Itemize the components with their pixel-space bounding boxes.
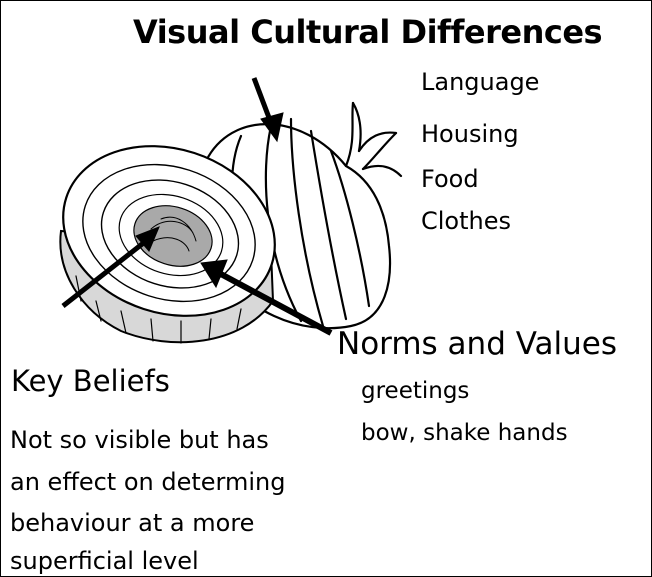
visual-item-housing: Housing (421, 120, 519, 148)
visual-item-food: Food (421, 165, 479, 193)
diagram-title: Visual Cultural Differences (133, 13, 602, 51)
visual-item-language: Language (421, 68, 539, 96)
beliefs-line: behaviour at a more (10, 509, 254, 537)
beliefs-line: Not so visible but has (10, 426, 269, 454)
norms-item-bow-shake-hands: bow, shake hands (361, 420, 568, 446)
norms-item-greetings: greetings (361, 378, 469, 404)
norms-heading: Norms and Values (337, 326, 617, 362)
visual-item-clothes: Clothes (421, 207, 511, 235)
beliefs-heading: Key Beliefs (11, 364, 170, 398)
beliefs-line: an effect on determing (10, 468, 285, 496)
beliefs-line: superficial level (10, 547, 199, 575)
